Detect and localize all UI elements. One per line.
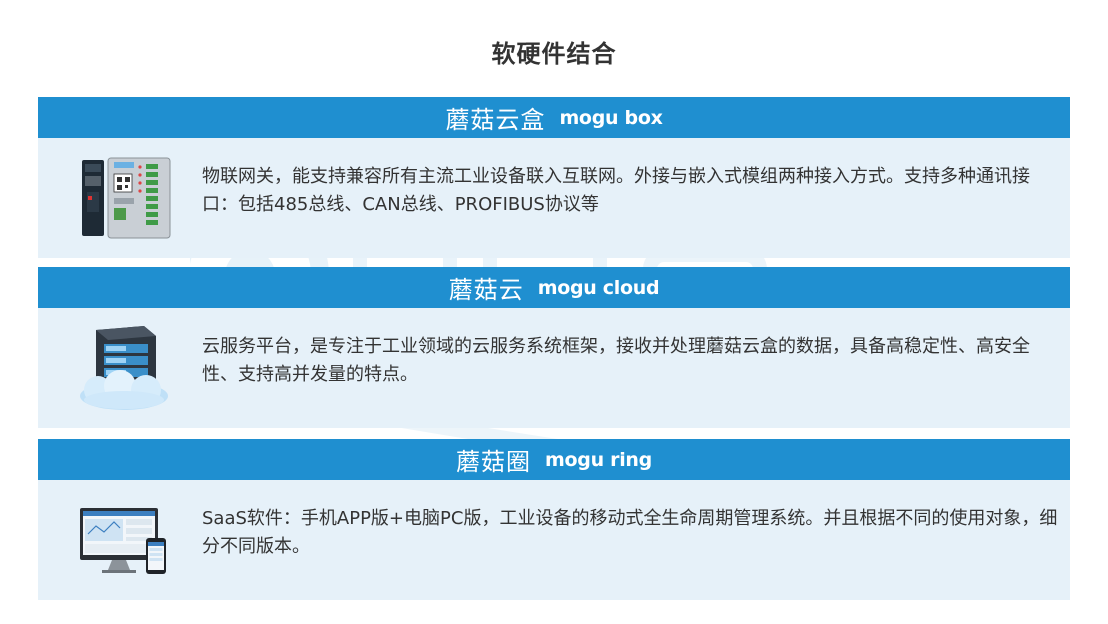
section-title-en: mogu cloud: [537, 276, 660, 299]
section-header: 蘑菇云 mogu cloud: [38, 267, 1070, 308]
desktop-mobile-icon: [80, 508, 166, 574]
section-title-en: mogu ring: [545, 448, 652, 471]
section-title-cn: 蘑菇云: [448, 276, 524, 304]
section-mogu-box: 蘑菇云盒 mogu box: [38, 97, 1070, 258]
cloud-server-icon: [80, 326, 168, 410]
section-title-en: mogu box: [559, 106, 663, 129]
section-description: 物联网关，能支持兼容所有主流工业设备联入互联网。外接与嵌入式模组两种接入方式。支…: [202, 166, 1030, 215]
section-body: 云服务平台，是专注于工业领域的云服务系统框架，接收并处理蘑菇云盒的数据，具备高稳…: [38, 308, 1070, 428]
section-mogu-ring: 蘑菇圈 mogu ring SaaS软件：手机APP版+电脑PC版，工业设备的移…: [38, 439, 1070, 600]
section-body: SaaS软件：手机APP版+电脑PC版，工业设备的移动式全生命周期管理系统。并且…: [38, 480, 1070, 600]
gateway-device-icon: [82, 157, 171, 239]
section-body: 物联网关，能支持兼容所有主流工业设备联入互联网。外接与嵌入式模组两种接入方式。支…: [38, 138, 1070, 258]
section-title-cn: 蘑菇云盒: [445, 106, 546, 134]
section-mogu-cloud: 蘑菇云 mogu cloud 云服务平台，是专注于工业领域的云服务系统框架，接收…: [38, 267, 1070, 428]
section-header: 蘑菇圈 mogu ring: [38, 439, 1070, 480]
section-description: 云服务平台，是专注于工业领域的云服务系统框架，接收并处理蘑菇云盒的数据，具备高稳…: [202, 336, 1030, 385]
section-title-cn: 蘑菇圈: [456, 448, 532, 476]
section-header: 蘑菇云盒 mogu box: [38, 97, 1070, 138]
section-description: SaaS软件：手机APP版+电脑PC版，工业设备的移动式全生命周期管理系统。并且…: [202, 508, 1058, 557]
page-title: 软硬件结合: [491, 40, 617, 68]
